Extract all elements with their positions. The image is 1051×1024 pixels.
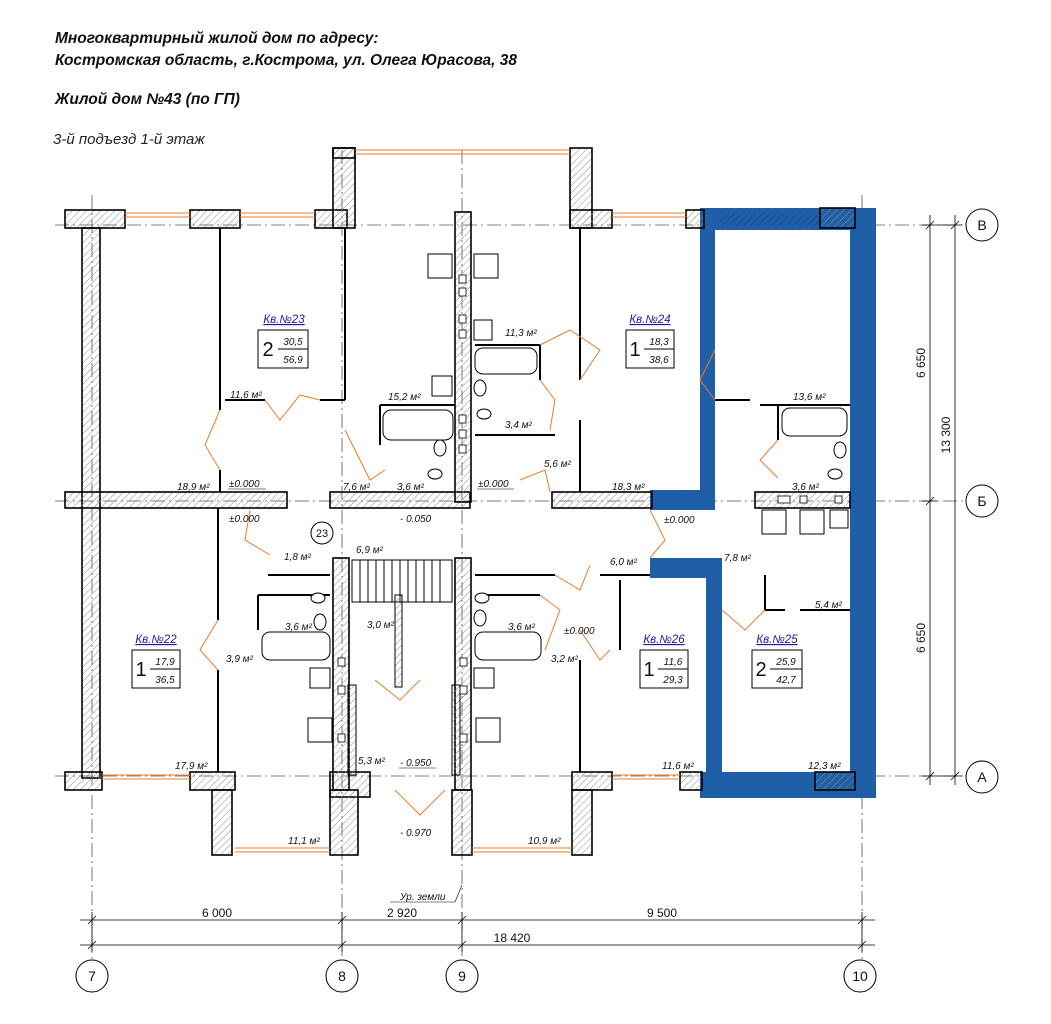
apartment-living: 11,6 (664, 657, 683, 668)
dim-13300: 13 300 (939, 416, 953, 453)
room-area: 5,6 м² (544, 459, 572, 470)
room-area: 13,6 м² (793, 392, 826, 403)
apartment-total: 29,3 (662, 675, 683, 686)
apartment-rooms: 2 (262, 339, 273, 361)
dim-6650-top: 6 650 (914, 348, 928, 378)
title-line-3: Жилой дом №43 (по ГП) (55, 91, 240, 108)
apartment-label: Кв.№23 (263, 314, 305, 326)
room-area: 18,9 м² (177, 482, 210, 493)
axis-lines (55, 150, 965, 960)
axis-label-v: В (977, 217, 986, 233)
axis-label-b: Б (977, 493, 986, 509)
level-mark: ±0.000 (229, 514, 260, 525)
apartment-living: 25,9 (775, 657, 796, 668)
axis-label-7: 7 (88, 968, 96, 984)
apartment-rooms: 1 (643, 659, 654, 681)
apartment-26: Кв.№26 1 11,6 29,3 (639, 634, 689, 689)
room-area: 11,1 м² (288, 836, 320, 847)
apartment-25: Кв.№25 2 25,9 42,7 (751, 634, 803, 689)
apartment-living: 17,9 (155, 657, 175, 668)
room-area: 6,9 м² (356, 545, 384, 556)
room-area: 3,4 м² (505, 420, 533, 431)
entrance-number: 23 (316, 528, 328, 540)
windows (102, 149, 686, 853)
axis-label-8: 8 (338, 968, 346, 984)
apartment-living: 18,3 (649, 337, 669, 348)
apartment-rooms: 2 (755, 659, 766, 681)
room-area: 1,8 м² (284, 552, 312, 563)
room-area: 7,6 м² (343, 482, 371, 493)
ventilation-ducts (337, 274, 843, 743)
title-line-1: Многоквартирный жилой дом по адресу: (55, 30, 379, 47)
room-area: 3,6 м² (285, 622, 313, 633)
room-area: 5,4 м² (815, 600, 843, 611)
room-area: 7,8 м² (724, 553, 752, 564)
room-area: 11,6 м² (662, 761, 694, 772)
apartment-total: 42,7 (776, 675, 796, 686)
apartment-rooms: 1 (629, 339, 640, 361)
apartment-total: 38,6 (649, 355, 669, 366)
level-mark: ±0.000 (229, 479, 260, 490)
room-area: 11,6 м² (230, 390, 262, 401)
room-area: 15,2 м² (388, 392, 421, 403)
room-area: 5,3 м² (358, 756, 386, 767)
room-area: 3,6 м² (397, 482, 425, 493)
staircase (347, 559, 461, 776)
dim-6000: 6 000 (202, 906, 232, 920)
apartment-label: Кв.№26 (643, 634, 685, 646)
room-area: 6,0 м² (610, 557, 638, 568)
apartment-rooms: 1 (135, 659, 146, 681)
apartment-total: 36,5 (155, 675, 175, 686)
apartment-label: Кв.№25 (756, 634, 798, 646)
axis-bubbles (75, 208, 999, 993)
apartment-total: 56,9 (283, 355, 303, 366)
level-marks: ±0.000 ±0.000 ±0.000 - 0.050 ±0.000 ±0.0… (228, 479, 695, 839)
dim-2920: 2 920 (387, 906, 417, 920)
room-area: 3,2 м² (551, 654, 579, 665)
floor-label: 3-й подъезд 1-й этаж (53, 131, 205, 148)
level-mark: - 0.970 (400, 828, 432, 839)
room-area: 17,9 м² (175, 761, 208, 772)
apartment-living: 30,5 (283, 337, 303, 348)
room-area: 3,9 м² (226, 654, 254, 665)
level-mark: - 0.950 (400, 758, 432, 769)
door-swings (199, 329, 779, 816)
ground-level-label: Ур. земли (399, 892, 446, 903)
room-area: 18,3 м² (612, 482, 645, 493)
dim-9500: 9 500 (647, 906, 677, 920)
room-areas: 11,6 м² 15,2 м² 11,3 м² 3,4 м² 13,6 м² 1… (175, 328, 843, 847)
fixtures (261, 253, 849, 743)
apartment-label: Кв.№22 (135, 634, 177, 646)
apartment-23: Кв.№23 2 30,5 56,9 (257, 314, 309, 369)
room-area: 3,6 м² (792, 482, 820, 493)
title-line-2: Костромская область, г.Кострома, ул. Оле… (55, 52, 518, 69)
apartment-24: Кв.№24 1 18,3 38,6 (625, 314, 675, 369)
partitions (217, 228, 850, 772)
room-area: 11,3 м² (505, 328, 537, 339)
room-area: 3,6 м² (508, 622, 536, 633)
apartment-22: Кв.№22 1 17,9 36,5 (131, 634, 181, 689)
dim-18420: 18 420 (494, 931, 531, 945)
room-area: 10,9 м² (528, 836, 561, 847)
axis-label-10: 10 (852, 968, 868, 984)
level-mark: - 0.050 (400, 514, 432, 525)
dimension-lines (80, 215, 962, 952)
axis-label-9: 9 (458, 968, 466, 984)
apartment-label: Кв.№24 (629, 314, 670, 326)
level-mark: ±0.000 (664, 515, 695, 526)
level-mark: ±0.000 (478, 479, 509, 490)
level-mark: ±0.000 (564, 626, 595, 637)
dim-6650-bottom: 6 650 (914, 623, 928, 653)
axis-label-a: А (977, 769, 987, 785)
internal-walls (64, 211, 851, 791)
room-area: 12,3 м² (808, 761, 841, 772)
room-area: 3,0 м² (367, 620, 395, 631)
